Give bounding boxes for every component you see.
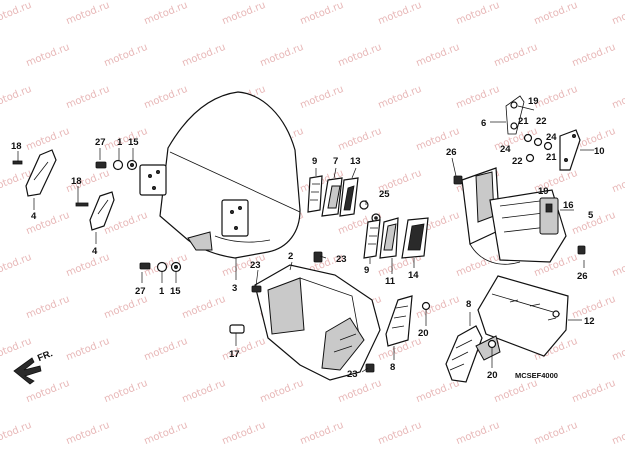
callout-4: 4	[31, 211, 37, 222]
callout-20: 20	[418, 328, 429, 339]
callout-11: 11	[385, 276, 396, 287]
callout-21: 21	[518, 116, 529, 127]
callout-8: 8	[466, 299, 471, 310]
callout-1: 1	[159, 286, 165, 297]
callout-6: 6	[481, 118, 486, 129]
callout-23: 23	[250, 260, 261, 271]
mount-plate-upper	[12, 149, 57, 197]
leader-lines	[17, 105, 594, 373]
lower-shroud	[445, 325, 501, 383]
callout-4: 4	[92, 246, 98, 257]
callout-26: 26	[446, 147, 457, 158]
callout-9: 9	[312, 156, 317, 167]
callout-23: 23	[336, 254, 347, 265]
callout-8: 8	[390, 362, 395, 373]
callout-18: 18	[11, 141, 22, 152]
callout-labels: 18 4 18 4 27 1 15 27 1 15 3 2 23 23 17 2…	[11, 96, 605, 381]
callout-2: 2	[288, 251, 293, 262]
fastener-stack-lower	[139, 261, 182, 283]
callout-18: 18	[71, 176, 82, 187]
callout-5: 5	[588, 210, 594, 221]
callout-20: 20	[487, 370, 498, 381]
callout-22: 22	[536, 116, 547, 127]
front-direction-label: FR.	[36, 348, 54, 364]
callout-15: 15	[170, 286, 181, 297]
callout-12: 12	[584, 316, 595, 327]
callout-9: 9	[364, 265, 369, 276]
callout-15: 15	[128, 137, 139, 148]
windscreen	[139, 91, 301, 259]
front-arrow-icon	[13, 357, 42, 385]
callout-24: 24	[500, 144, 511, 155]
vent-lower-8	[385, 295, 431, 347]
callout-21: 21	[546, 152, 557, 163]
callout-22: 22	[512, 156, 523, 167]
meter-visor	[477, 275, 569, 357]
callout-7: 7	[333, 156, 338, 167]
screws-25	[359, 200, 381, 223]
callout-13: 13	[350, 156, 361, 167]
callout-16: 16	[563, 200, 574, 211]
fastener-stack-upper	[95, 148, 138, 171]
callout-23: 23	[347, 369, 358, 380]
callout-25: 25	[379, 189, 390, 200]
callout-10: 10	[594, 146, 605, 157]
callout-24: 24	[546, 132, 557, 143]
diagram-code: MCSEF4000	[515, 371, 558, 380]
callout-3: 3	[232, 283, 237, 294]
callout-1: 1	[117, 137, 123, 148]
callout-19: 19	[528, 96, 539, 107]
vent-assembly-lower	[363, 217, 429, 259]
callout-27: 27	[135, 286, 146, 297]
meter-bracket-assembly	[453, 95, 586, 265]
callout-17: 17	[229, 349, 240, 360]
callout-26: 26	[577, 271, 588, 282]
vent-assembly-upper	[307, 175, 359, 217]
callout-14: 14	[408, 270, 419, 281]
mount-plate-lower	[75, 191, 115, 231]
inner-cowl	[229, 251, 381, 381]
callout-27: 27	[95, 137, 106, 148]
callout-19: 19	[538, 186, 549, 197]
